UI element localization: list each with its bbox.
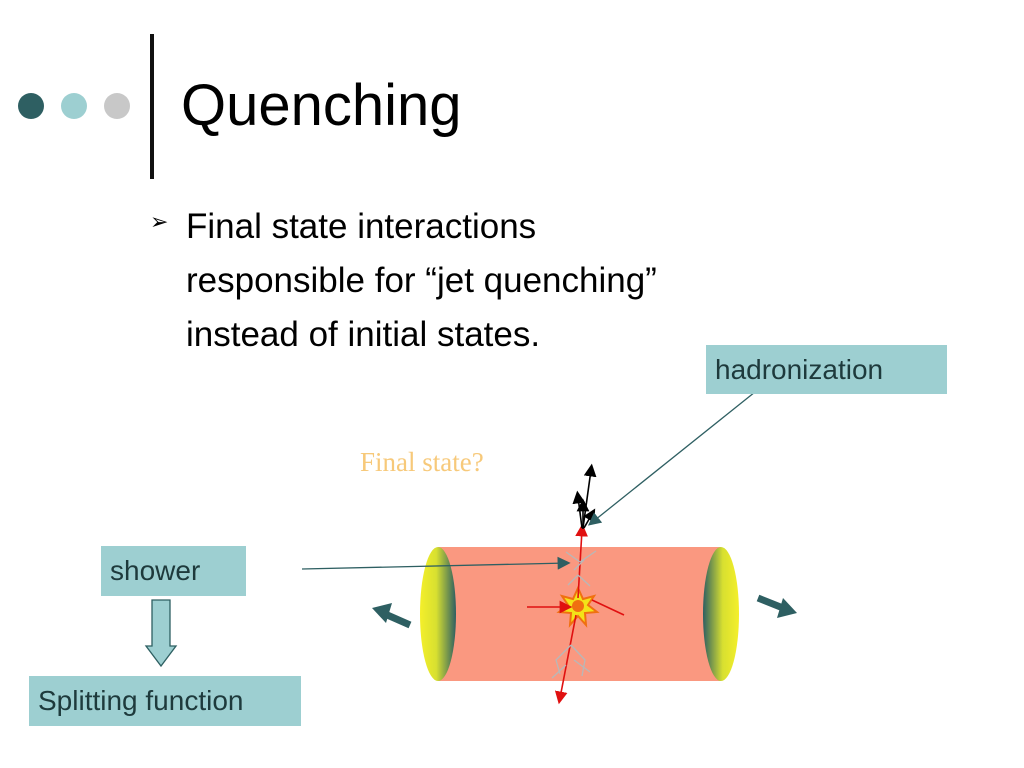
collision-burst-icon bbox=[556, 585, 600, 628]
hadronization-pointer bbox=[587, 391, 756, 526]
cylinder-right-cap bbox=[703, 547, 739, 681]
beam-arrow-right bbox=[756, 594, 797, 618]
title-dot-teal bbox=[61, 93, 87, 119]
final-state-label: Final state? bbox=[360, 447, 484, 477]
beam-arrow-left bbox=[372, 603, 412, 629]
shower-label: shower bbox=[101, 546, 246, 596]
cylinder-left-cap bbox=[420, 547, 456, 681]
slide-title: Quenching bbox=[181, 73, 462, 138]
splitting-function-label: Splitting function bbox=[29, 676, 301, 726]
title-dot-gray bbox=[104, 93, 130, 119]
title-dot-dark bbox=[18, 93, 44, 119]
final-state-hadron-arrows bbox=[572, 463, 597, 529]
shower-pointer bbox=[301, 556, 571, 570]
bullet-text: Final state interactions responsible for… bbox=[186, 207, 657, 354]
title-divider bbox=[150, 34, 154, 179]
shower-branches bbox=[551, 550, 597, 679]
down-arrow-icon bbox=[144, 599, 178, 668]
hadronization-label: hadronization bbox=[706, 345, 947, 394]
arrow-bullet-icon: ➢ bbox=[150, 209, 169, 234]
